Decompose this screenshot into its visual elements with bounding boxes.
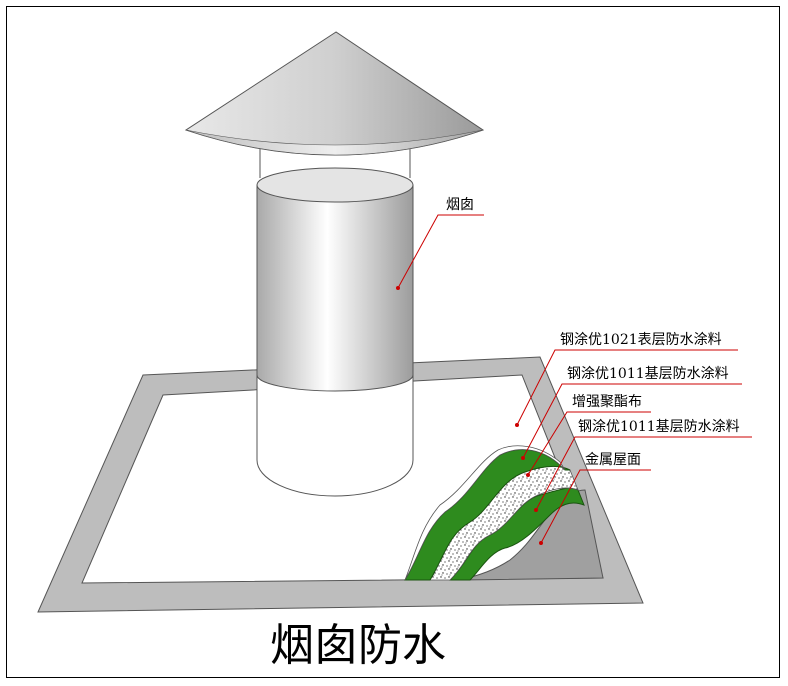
leader-top-coat — [516, 349, 738, 426]
label-base-coat-lower: 钢涂优1011基层防水涂料 — [578, 418, 740, 435]
label-base-coat-upper: 钢涂优1011基层防水涂料 — [567, 365, 729, 382]
leader-chimney — [397, 214, 484, 289]
diagram-title: 烟囱防水 — [270, 620, 446, 671]
label-metal-roof: 金属屋面 — [585, 452, 641, 468]
chimney-cap — [184, 31, 485, 156]
diagram-frame — [6, 6, 780, 678]
label-chimney: 烟囱 — [446, 197, 474, 213]
leader-dots — [396, 286, 543, 545]
leader-lines — [397, 214, 752, 544]
label-reinforcement: 增强聚酯布 — [572, 394, 642, 410]
leader-base-coat-lower — [535, 436, 752, 511]
chimney-body — [256, 148, 414, 497]
leader-base-coat-upper — [522, 383, 742, 459]
leader-reinforcement — [527, 411, 651, 476]
layered-cross-section — [404, 445, 604, 581]
label-top-coat: 钢涂优1021表层防水涂料 — [560, 332, 722, 348]
leader-metal-roof — [540, 469, 651, 544]
